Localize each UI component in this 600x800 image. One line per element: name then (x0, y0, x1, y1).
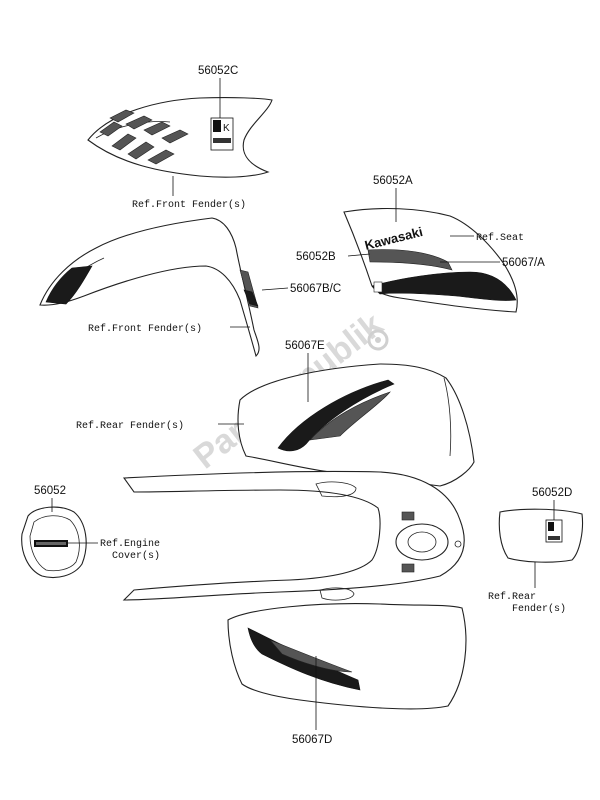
emblem-mark: K (223, 123, 230, 134)
watermark-gear-icon (367, 329, 389, 351)
part-number-56052C: 56052C (198, 65, 238, 77)
leader-56052B (347, 253, 371, 257)
part-number-56052D: 56052D (532, 487, 572, 499)
ref-rear-right-line2: Fender(s) (512, 603, 566, 615)
part-number-56067E: 56067E (285, 340, 325, 352)
ref-rear-right-line1: Ref.Rear (488, 591, 536, 603)
rear-fender-emblem-part (498, 508, 584, 563)
front-fender-cover-part: K (87, 97, 273, 178)
ref-rear-fender-left: Ref.Rear Fender(s) (76, 420, 184, 432)
part-number-56052B: 56052B (296, 251, 336, 263)
ref-seat: Ref.Seat (476, 232, 524, 244)
part-number-56067D: 56067D (292, 734, 332, 746)
part-number-56067A: 56067/A (502, 257, 545, 269)
front-fender-side-part (39, 217, 260, 358)
part-number-56052A: 56052A (373, 175, 413, 187)
part-number-56052: 56052 (34, 485, 66, 497)
side-cover-part: Kawasaki (343, 207, 518, 313)
ref-engine-line1: Ref.Engine (100, 538, 160, 550)
engine-cover-part (21, 506, 87, 579)
rear-fender-part (122, 363, 475, 710)
ref-front-fender-top: Ref.Front Fender(s) (132, 199, 246, 211)
leader-56067BC (261, 287, 289, 291)
ref-front-fender-mid: Ref.Front Fender(s) (88, 323, 202, 335)
part-number-56067BC: 56067B/C (290, 283, 341, 295)
ref-engine-line2: Cover(s) (112, 550, 160, 562)
